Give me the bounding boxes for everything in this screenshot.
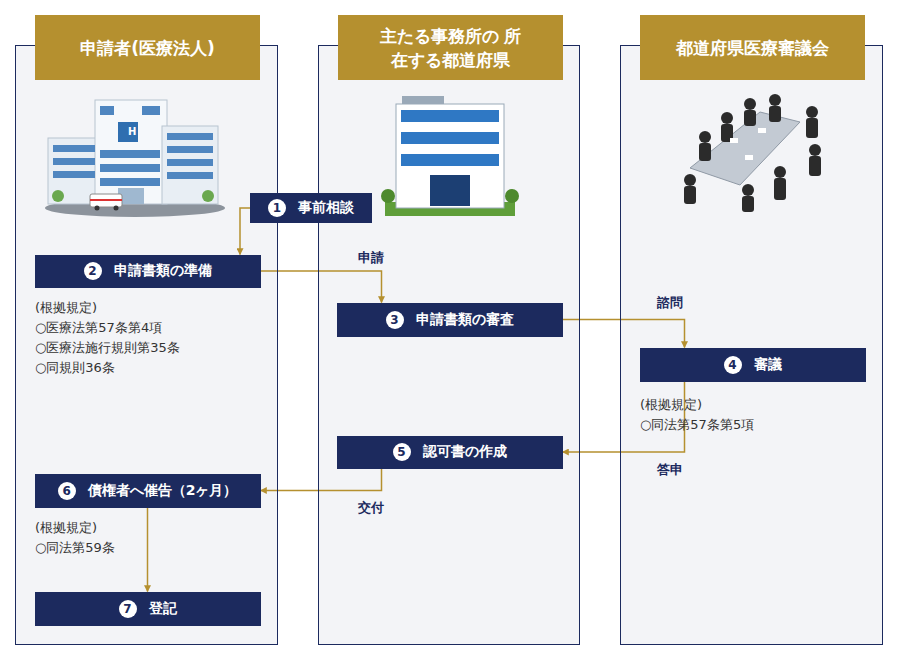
column-header: 都道府県医療審議会 bbox=[640, 15, 865, 80]
step-label: 審議 bbox=[754, 356, 782, 374]
step-number: 2 bbox=[84, 262, 102, 280]
step-label: 申請書類の審査 bbox=[416, 311, 514, 329]
process-box: 3 申請書類の審査 bbox=[337, 303, 563, 337]
step-number: 3 bbox=[386, 311, 404, 329]
edge-label: 申請 bbox=[356, 249, 386, 267]
flow-arrow bbox=[261, 469, 382, 491]
hospital-illustration bbox=[45, 100, 225, 217]
step-number: 4 bbox=[724, 356, 742, 374]
step-label: 申請書類の準備 bbox=[114, 262, 212, 280]
sign-letter: H bbox=[128, 126, 136, 137]
process-box: 5 認可書の作成 bbox=[337, 436, 563, 469]
basis-note: ○同法第59条 bbox=[35, 539, 115, 557]
basis-note: (根拠規定) bbox=[35, 519, 97, 537]
panel-ground bbox=[620, 45, 883, 645]
process-box: 1 事前相談 bbox=[250, 193, 372, 223]
basis-note: (根拠規定) bbox=[35, 299, 97, 317]
step-label: 事前相談 bbox=[298, 199, 354, 217]
flow-arrow bbox=[147, 508, 149, 592]
step-number: 1 bbox=[268, 199, 286, 217]
flow-arrow bbox=[261, 271, 382, 303]
column-panel: 都道府県医療審議会4審議 bbox=[620, 45, 883, 645]
column-panel: 主たる事務所の 所在する都道府県3申請書類の審査5認可書の作成 bbox=[318, 45, 580, 645]
edge-label: 諮問 bbox=[655, 294, 685, 312]
process-box: 4 審議 bbox=[640, 348, 866, 382]
process-box: 7 登記 bbox=[35, 592, 261, 626]
basis-note: ○医療法第57条第4項 bbox=[35, 319, 162, 337]
meeting-illustration bbox=[684, 94, 821, 212]
edge-label: 交付 bbox=[356, 499, 386, 517]
basis-note: ○同規則36条 bbox=[35, 359, 115, 377]
basis-note: (根拠規定) bbox=[640, 396, 702, 414]
panel-ground bbox=[318, 45, 580, 645]
process-box: 6 債権者へ催告（2ヶ月） bbox=[35, 474, 261, 508]
process-box: 2 申請書類の準備 bbox=[35, 255, 261, 288]
flow-arrow bbox=[240, 208, 250, 255]
office-illustration bbox=[381, 96, 519, 216]
panel-ground bbox=[15, 45, 278, 645]
flow-arrow bbox=[563, 320, 685, 348]
step-label: 債権者へ催告（2ヶ月） bbox=[88, 482, 238, 500]
step-number: 7 bbox=[119, 600, 137, 618]
flow-arrow bbox=[563, 382, 685, 453]
step-number: 5 bbox=[393, 443, 411, 461]
edge-label: 答申 bbox=[655, 461, 685, 479]
step-number: 6 bbox=[58, 482, 76, 500]
column-header: 申請者(医療法人) bbox=[35, 15, 260, 80]
step-label: 登記 bbox=[149, 600, 177, 618]
basis-note: ○同法第57条第5項 bbox=[640, 416, 754, 434]
step-label: 認可書の作成 bbox=[423, 443, 507, 461]
basis-note: ○医療法施行規則第35条 bbox=[35, 339, 180, 357]
column-header: 主たる事務所の 所在する都道府県 bbox=[338, 15, 563, 80]
